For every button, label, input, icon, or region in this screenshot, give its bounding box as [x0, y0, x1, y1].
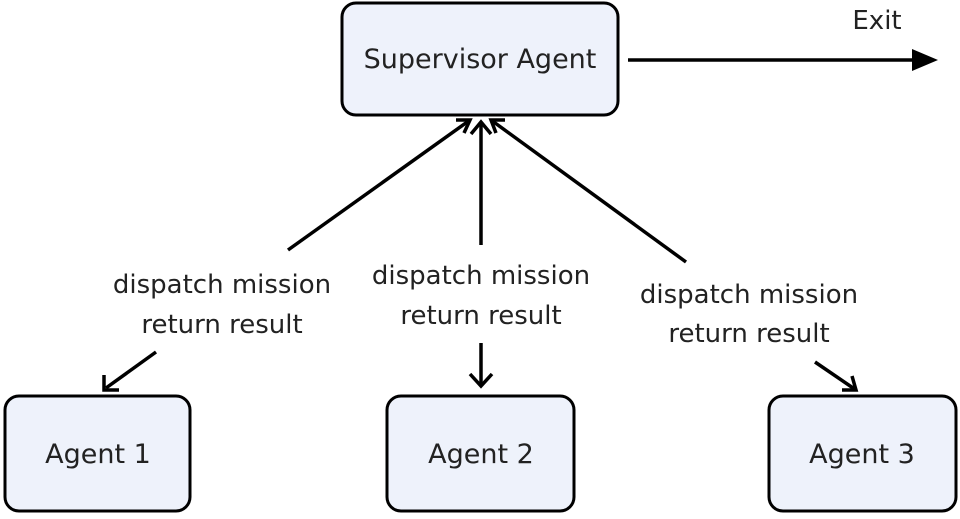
edge-agent1-label-line1: dispatch mission	[113, 270, 331, 300]
edge-agent3-supervisor: dispatch mission return result	[488, 118, 859, 392]
agent3-node-box	[767, 394, 958, 513]
edge-agent3-upper-line	[489, 118, 688, 264]
supervisor-node-label: Supervisor Agent	[364, 44, 597, 75]
supervisor-node[interactable]: Supervisor Agent	[340, 1, 620, 117]
agent1-node-box	[3, 394, 192, 513]
agent2-node-label: Agent 2	[428, 439, 534, 470]
edge-agent1-lower-line	[104, 350, 158, 390]
edge-agent1-label-line2: return result	[141, 310, 302, 340]
agent3-node[interactable]: Agent 3	[767, 394, 958, 513]
exit-arrowhead-icon	[912, 49, 938, 71]
agent1-node[interactable]: Agent 1	[3, 394, 192, 513]
agent3-node-label: Agent 3	[809, 439, 915, 470]
edge-agent2-supervisor: dispatch mission return result	[372, 119, 590, 389]
agent2-node-box	[385, 394, 576, 513]
edge-agent1-lower-arrowhead-icon	[102, 375, 119, 392]
edge-agent1-upper-arrowhead-icon	[456, 118, 473, 134]
exit-label: Exit	[852, 6, 901, 36]
edge-agent2-label-line2: return result	[400, 301, 561, 331]
agent1-node-label: Agent 1	[45, 439, 151, 470]
edge-agent1-upper-line	[286, 118, 472, 252]
edge-agent3-label-line2: return result	[668, 319, 829, 349]
edge-agent3-upper-arrowhead-icon	[488, 118, 505, 134]
edge-agent2-lower-arrowhead-icon	[468, 372, 494, 389]
edge-agent3-lower-arrowhead-icon	[842, 375, 859, 392]
supervisor-node-box	[340, 1, 620, 117]
edge-agent1-supervisor: dispatch mission return result	[102, 118, 473, 392]
edge-agent2-label-line1: dispatch mission	[372, 261, 590, 291]
edge-agent3-label-line1: dispatch mission	[640, 280, 858, 310]
agent2-node[interactable]: Agent 2	[385, 394, 576, 513]
edge-agent3-lower-line	[814, 360, 857, 392]
exit-edge: Exit	[628, 6, 938, 71]
edge-agent2-upper-arrowhead-icon	[469, 119, 493, 136]
